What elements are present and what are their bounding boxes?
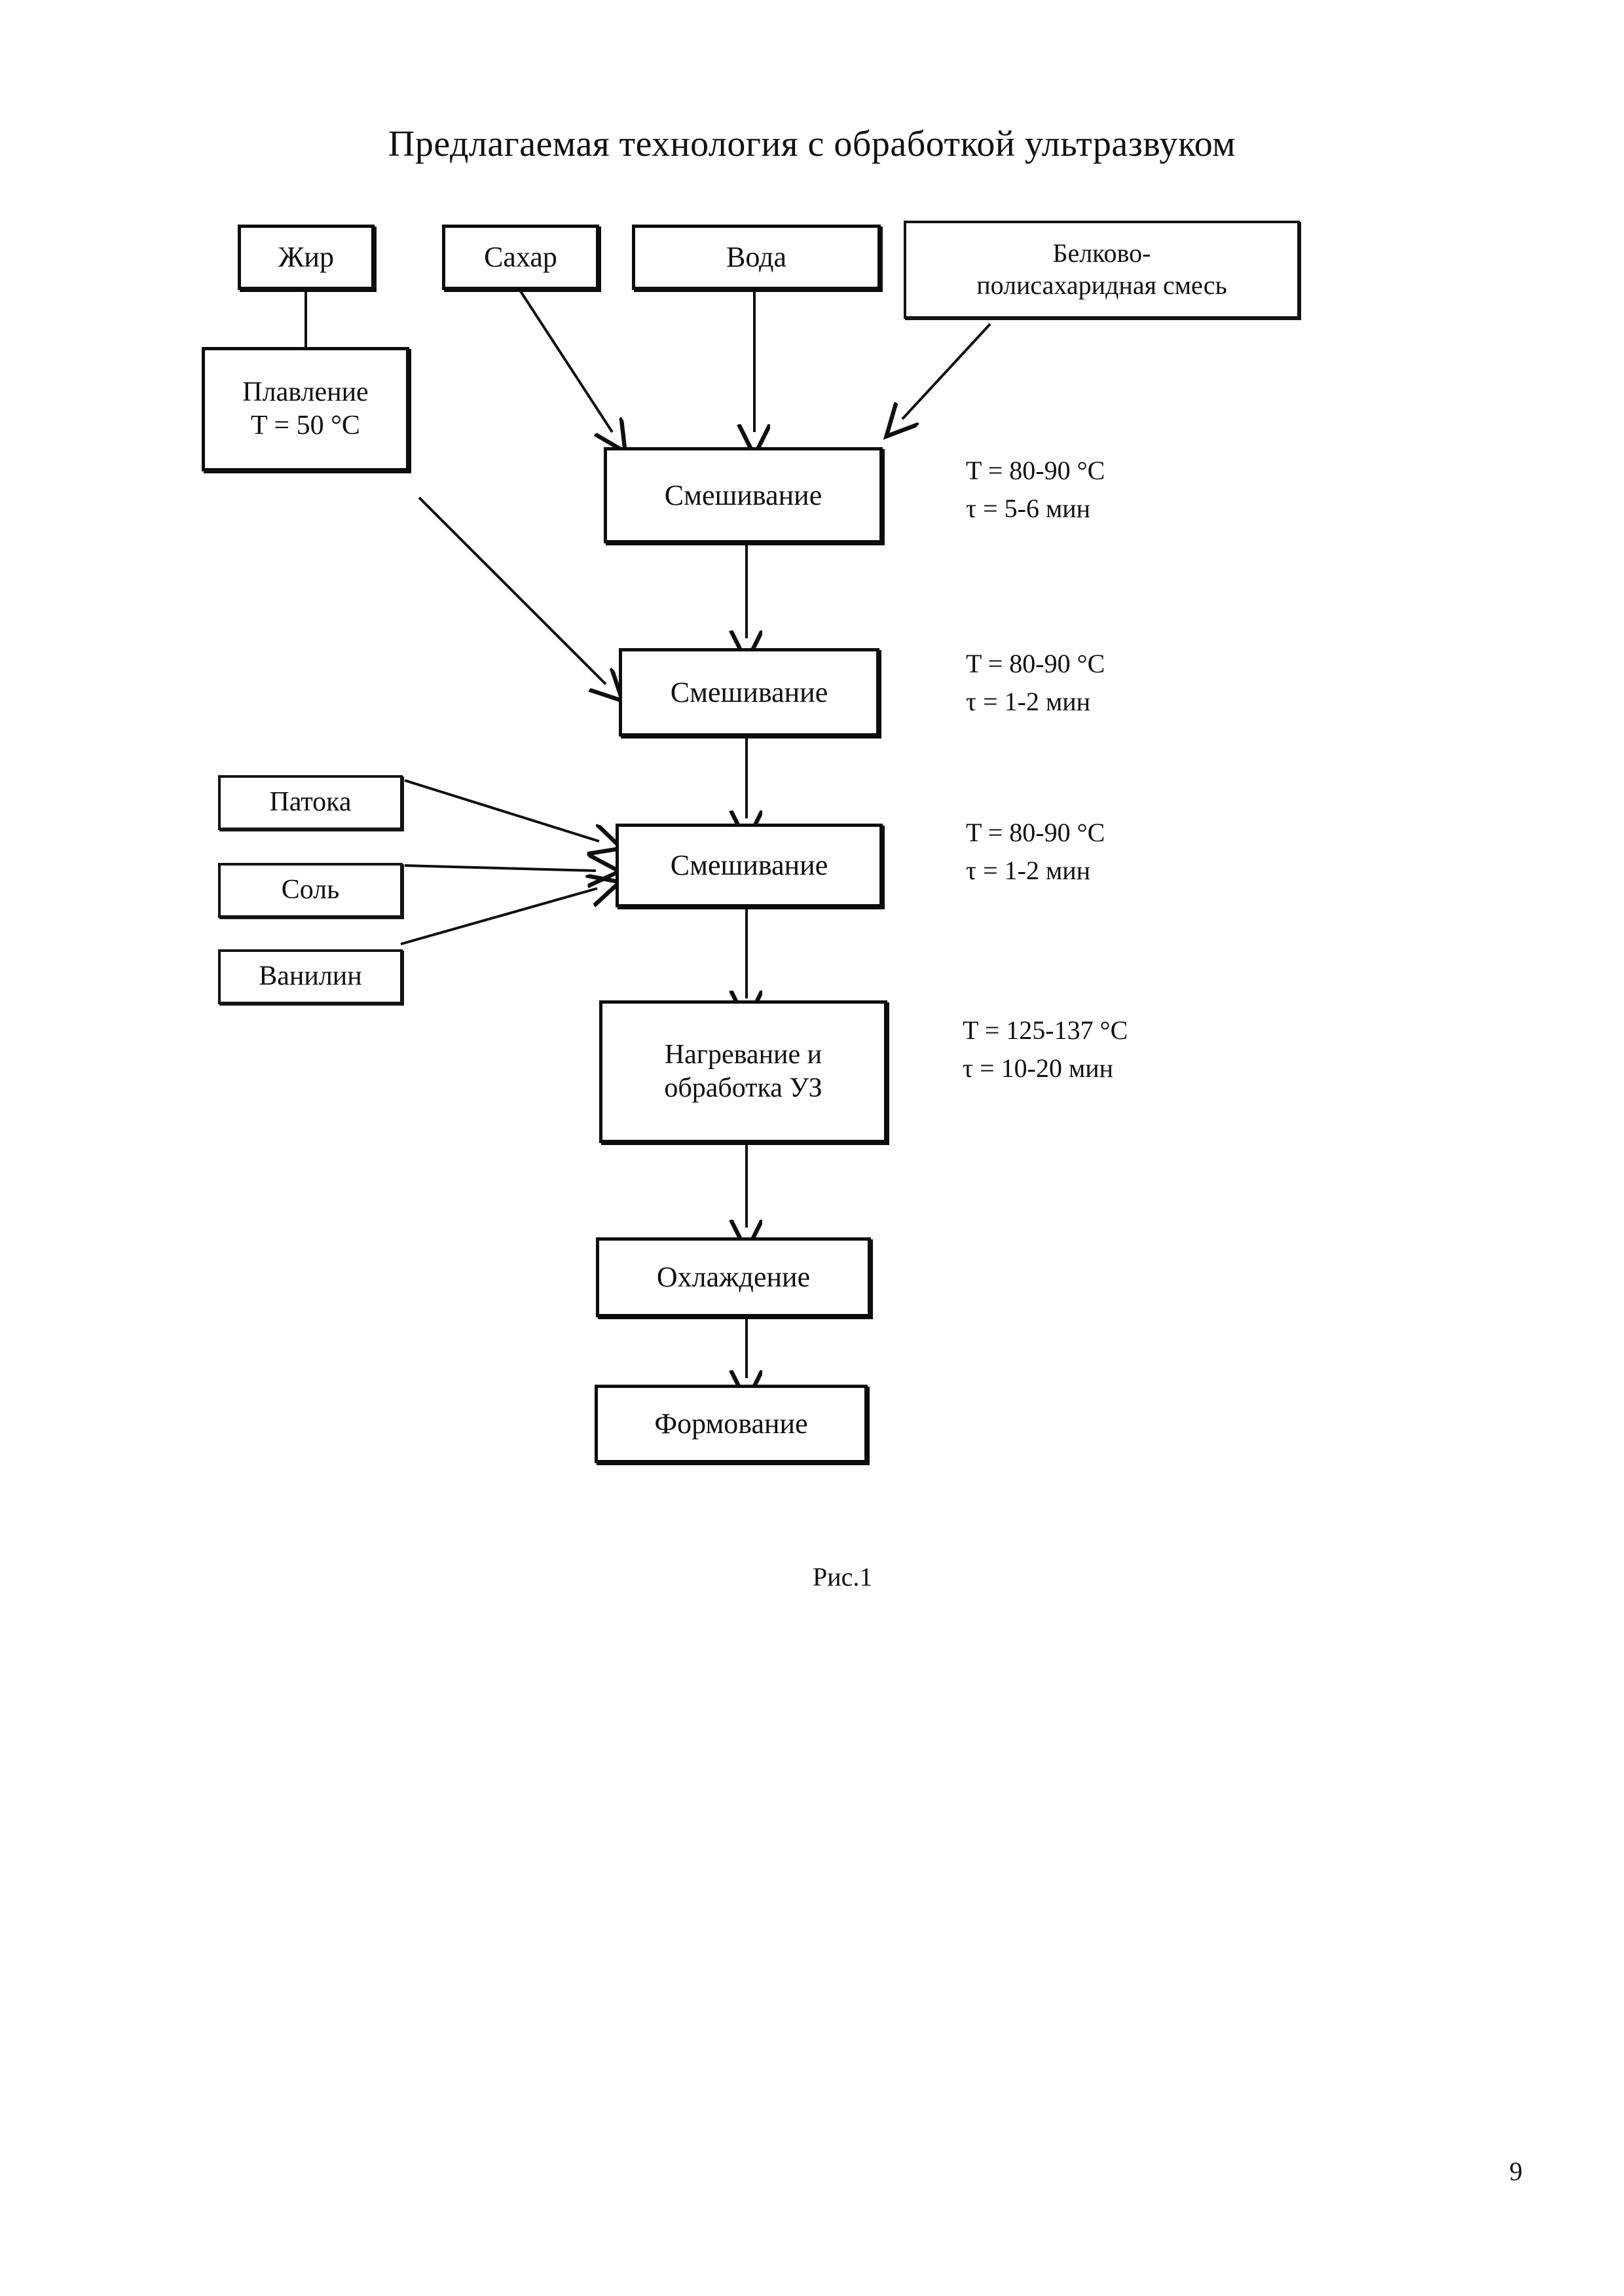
node-cooling[interactable]: Охлаждение: [596, 1237, 871, 1317]
edge-molasses-to-mixing3: [404, 779, 599, 841]
page-title: Предлагаемая технология с обработкой уль…: [388, 124, 1236, 164]
annotation-heating-and-ultrasound: T = 125-137 °C τ = 10-20 мин: [963, 1015, 1128, 1083]
annotation-mixing-3: T = 80-90 °C τ = 1-2 мин: [966, 818, 1105, 885]
page-number: 9: [1509, 2157, 1522, 2186]
edge-proteinmix-to-mixing1: [902, 323, 991, 419]
node-heating-and-ultrasound-label: Нагревание и обработка УЗ: [664, 1039, 822, 1103]
node-fat[interactable]: Жир: [238, 225, 375, 290]
node-water-label: Вода: [726, 241, 786, 274]
edge-salt-to-mixing3: [404, 866, 596, 871]
edge-sugar-to-mixing1: [519, 290, 612, 432]
node-mixing-1[interactable]: Смешивание: [604, 447, 883, 543]
node-cooling-label: Охлаждение: [656, 1261, 811, 1294]
edge-vanillin-to-mixing3: [400, 888, 597, 945]
node-forming[interactable]: Формование: [595, 1385, 868, 1463]
node-melting[interactable]: Плавление T = 50 °C: [202, 347, 409, 471]
node-water[interactable]: Вода: [632, 225, 881, 290]
node-mixing-1-label: Смешивание: [664, 479, 822, 511]
node-protein-polysaccharide-mix-label: Белково- полисахаридная смесь: [976, 238, 1227, 300]
figure-caption: Рис.1: [813, 1562, 873, 1592]
node-vanillin-label: Ванилин: [259, 961, 362, 992]
node-heating-and-ultrasound[interactable]: Нагревание и обработка УЗ: [599, 1000, 887, 1143]
node-molasses[interactable]: Патока: [218, 775, 403, 830]
node-salt-label: Соль: [281, 875, 340, 905]
node-molasses-label: Патока: [269, 787, 352, 818]
node-mixing-3-label: Смешивание: [670, 849, 828, 882]
node-forming-label: Формование: [654, 1408, 808, 1440]
node-salt[interactable]: Соль: [218, 863, 403, 918]
edge-melting-to-mixing2: [418, 496, 606, 684]
node-fat-label: Жир: [278, 241, 334, 274]
node-mixing-2[interactable]: Смешивание: [619, 648, 879, 737]
node-mixing-3[interactable]: Смешивание: [616, 824, 883, 907]
node-protein-polysaccharide-mix[interactable]: Белково- полисахаридная смесь: [904, 221, 1300, 319]
node-sugar-label: Сахар: [484, 241, 557, 274]
annotation-mixing-1: T = 80-90 °C τ = 5-6 мин: [966, 456, 1105, 523]
node-vanillin[interactable]: Ванилин: [218, 949, 403, 1004]
node-melting-label: Плавление T = 50 °C: [242, 376, 369, 441]
node-sugar[interactable]: Сахар: [442, 225, 599, 290]
annotation-mixing-2: T = 80-90 °C τ = 1-2 мин: [966, 649, 1105, 716]
node-mixing-2-label: Смешивание: [670, 676, 828, 708]
